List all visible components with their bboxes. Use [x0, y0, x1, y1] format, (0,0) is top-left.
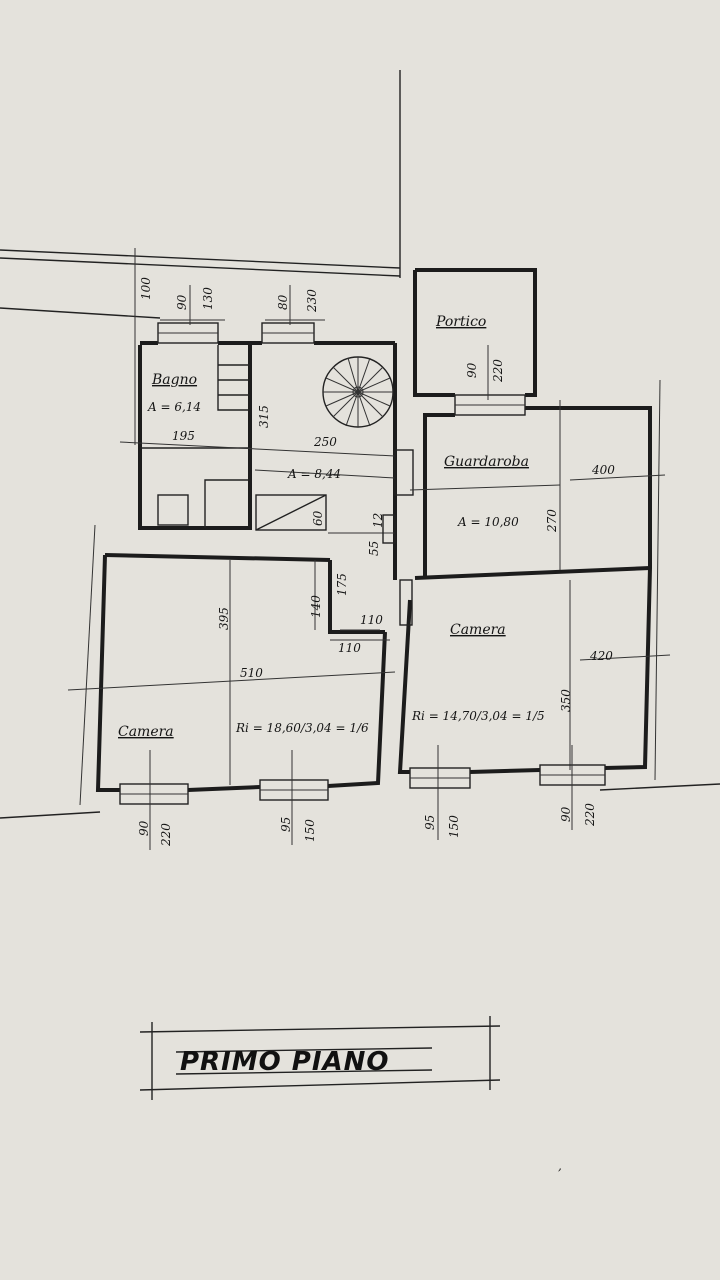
- dim-label: 220: [491, 359, 505, 383]
- dimension-labels: 100 90 130 80 230 315 195 250 90 220 400…: [137, 277, 615, 847]
- dim-label: 315: [257, 405, 271, 428]
- dim-label: 90: [137, 820, 151, 836]
- guardaroba-area: A = 10,80: [457, 515, 519, 529]
- camera-left-ratio: Ri = 18,60/3,04 = 1/6: [235, 721, 369, 735]
- site-lines: [0, 70, 720, 819]
- dim-label: 150: [303, 819, 317, 842]
- dim-label: 12: [371, 513, 385, 528]
- dim-label: 140: [309, 595, 323, 618]
- dim-label: 270: [545, 509, 559, 533]
- dim-label: 420: [589, 649, 613, 663]
- dim-label: 230: [305, 289, 319, 313]
- dim-label: 175: [335, 573, 349, 596]
- dim-label: 110: [338, 641, 361, 655]
- dim-label: 220: [583, 803, 597, 827]
- dim-label: 395: [217, 607, 231, 630]
- title-block: PRIMO PIANO ,: [139, 1016, 562, 1173]
- dim-label: 510: [240, 666, 263, 680]
- dim-label: 90: [559, 806, 573, 822]
- dim-label: 150: [447, 815, 461, 838]
- dim-label: 90: [465, 362, 479, 378]
- dim-label: 80: [276, 294, 290, 310]
- dim-label: 195: [172, 429, 195, 443]
- dim-label: 220: [159, 823, 173, 847]
- dim-label: 95: [423, 815, 437, 830]
- guardaroba-label: Guardaroba: [444, 454, 529, 470]
- bagno-label: Bagno: [151, 372, 197, 388]
- dim-label: 95: [279, 817, 293, 832]
- dim-label: 60: [311, 510, 325, 526]
- portico-label: Portico: [435, 314, 486, 330]
- windows: [119, 285, 606, 850]
- dim-label: 90: [175, 294, 189, 310]
- room-labels: Portico Bagno A = 6,14 A = 8,44 Guardaro…: [118, 314, 545, 740]
- dim-label: 55: [367, 541, 381, 556]
- dim-label: 130: [201, 287, 215, 310]
- camera-left-label: Camera: [118, 724, 174, 740]
- title-label: PRIMO PIANO: [180, 1047, 390, 1077]
- interior-lines: [67, 248, 671, 806]
- svg-text:,: ,: [558, 1159, 562, 1173]
- dim-label: 250: [313, 435, 337, 449]
- bagno-area: A = 6,14: [147, 400, 201, 414]
- camera-right-label: Camera: [450, 622, 506, 638]
- stair-area: A = 8,44: [287, 467, 341, 481]
- dim-label: 100: [139, 277, 153, 300]
- dim-label: 110: [360, 613, 383, 627]
- dim-label: 350: [559, 689, 573, 712]
- walls: [95, 268, 652, 792]
- camera-right-ratio: Ri = 14,70/3,04 = 1/5: [411, 709, 545, 723]
- dim-label: 400: [591, 463, 615, 477]
